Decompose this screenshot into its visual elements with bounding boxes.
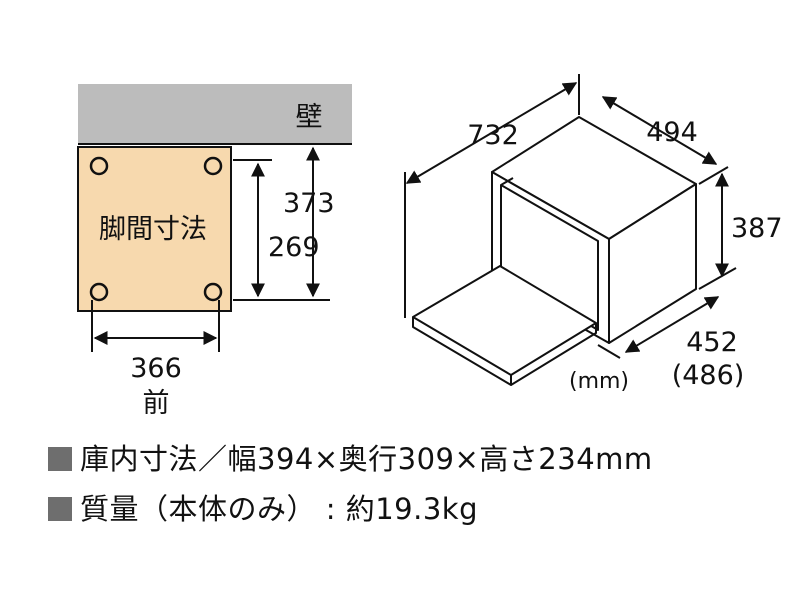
footprint-area: [77, 146, 232, 312]
wall-label: 壁: [296, 102, 323, 133]
oven-open-door-edge: [510, 323, 597, 386]
square-bullet-icon: [48, 447, 72, 471]
dimension-387-label: 387: [731, 213, 783, 244]
spec-mass: 質量（本体のみ） : 約19.3kg: [48, 486, 478, 528]
dimension-366-label: 366: [130, 353, 182, 384]
dimension-269-label: 269: [268, 232, 320, 263]
extension-line: [698, 267, 737, 290]
foot-spacing-diagram: 壁 脚間寸法 269 373 366 前: [77, 84, 352, 419]
foot-icon: [89, 282, 109, 302]
spec-mass-text: 質量（本体のみ） : 約19.3kg: [80, 492, 478, 526]
dimension-line-732: [405, 82, 578, 184]
foot-icon: [89, 156, 109, 176]
spec-interior-dimensions-text: 庫内寸法／幅394×奥行309×高さ234mm: [80, 442, 653, 476]
spec-interior-dimensions: 庫内寸法／幅394×奥行309×高さ234mm: [48, 436, 653, 478]
foot-icon: [203, 282, 223, 302]
dimension-373-label: 373: [283, 188, 335, 219]
oven-opening: [500, 184, 599, 331]
extension-line: [597, 344, 621, 359]
dimension-452-label: 452: [686, 327, 738, 358]
square-bullet-icon: [48, 497, 72, 521]
oven-isometric-diagram: [404, 74, 737, 386]
dimension-732-label: 732: [467, 120, 519, 151]
wall-area: [78, 84, 352, 144]
dimension-line-452: [624, 296, 720, 353]
extension-line: [698, 166, 729, 185]
front-label: 前: [143, 388, 170, 419]
foot-spacing-label: 脚間寸法: [99, 214, 207, 245]
dimension-line-494: [601, 96, 718, 165]
oven-open-door-edge: [412, 317, 512, 386]
dimension-486-label: (486): [672, 360, 745, 391]
foot-icon: [203, 156, 223, 176]
unit-label: (mm): [569, 369, 629, 394]
dimension-494-label: 494: [646, 117, 698, 148]
